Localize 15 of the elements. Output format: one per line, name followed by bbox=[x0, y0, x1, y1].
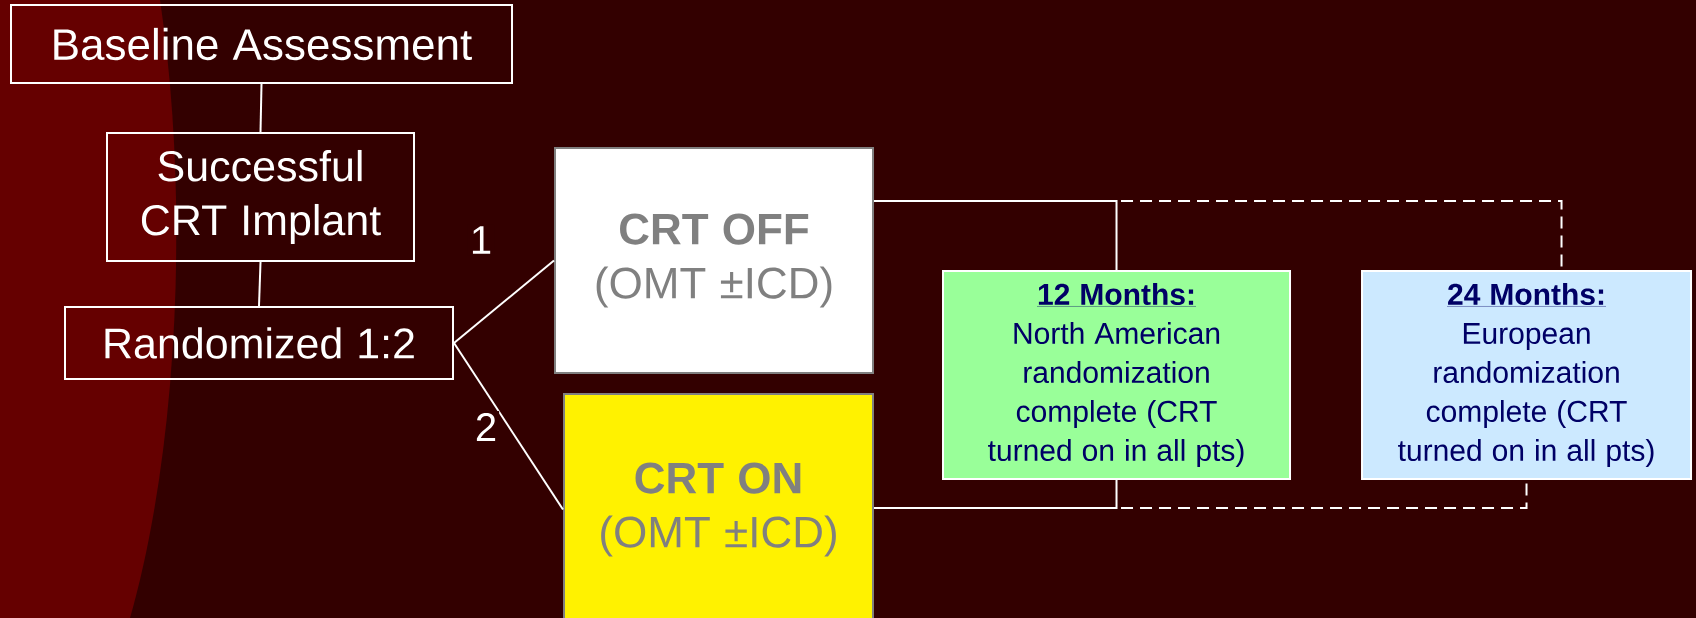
step-box: Baseline Assessment bbox=[10, 4, 513, 84]
connector-line bbox=[873, 479, 1118, 509]
edge-label: 2 bbox=[472, 411, 500, 443]
connector-line bbox=[873, 200, 1118, 271]
treatment-box: CRT OFF (OMT ±ICD) bbox=[554, 147, 874, 374]
edge-label: 1 bbox=[467, 224, 495, 256]
connector-line bbox=[258, 261, 262, 307]
milestone-box: 24 Months: European randomization complete (CRT turned on in all pts) bbox=[1361, 270, 1692, 480]
step-box: Randomized 1:2 bbox=[64, 306, 454, 380]
connector-line bbox=[453, 342, 564, 511]
step-box: Successful CRT Implant bbox=[106, 132, 415, 262]
milestone-box: 12 Months: North American randomization complete (CRT turned on in all pts) bbox=[942, 270, 1291, 480]
connector-line bbox=[453, 259, 555, 344]
treatment-box: CRT ON (OMT ±ICD) bbox=[563, 393, 874, 618]
connector-line bbox=[259, 83, 263, 133]
